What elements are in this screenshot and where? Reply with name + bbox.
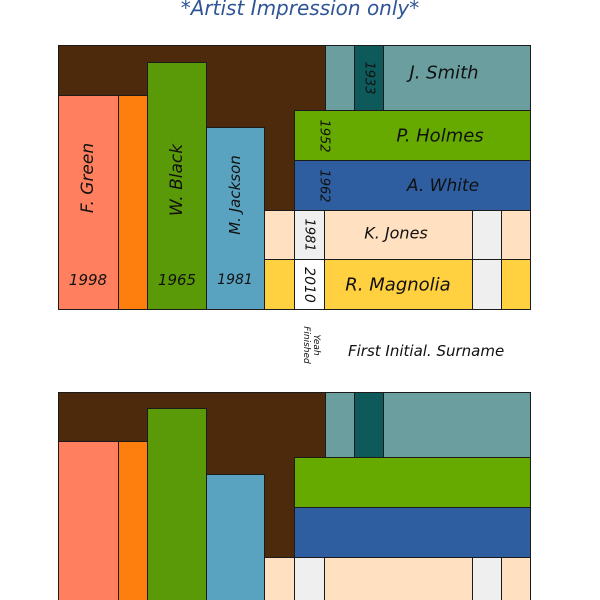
book-a-white-year: 1962: [316, 169, 332, 203]
book-a-white: [294, 160, 531, 211]
book-r-magnolia-year-strip: [294, 259, 325, 310]
book-j-smith-left: [325, 45, 355, 111]
book-m-jackson-name: M. Jackson: [226, 155, 244, 235]
blank-book-peach-left: [264, 557, 295, 600]
book-p-holmes-name: P. Holmes: [396, 125, 484, 147]
book-r-magnolia-year: 2010: [301, 267, 317, 303]
book-orange-spine: [118, 95, 148, 310]
book-a-white-name: A. White: [406, 176, 480, 196]
blank-book-teal-left: [325, 392, 355, 458]
book-f-green-year: 1998: [68, 271, 108, 289]
book-w-black-year: 1965: [157, 271, 197, 289]
blank-book-navy: [294, 507, 531, 558]
book-k-jones: [324, 210, 473, 260]
book-k-jones-name: K. Jones: [364, 223, 428, 243]
blank-book-blue: [206, 474, 265, 600]
book-k-jones-left: [264, 210, 295, 260]
blank-book-green: [147, 408, 207, 600]
blank-book-teal: [383, 392, 531, 458]
blank-book-lime: [294, 457, 531, 508]
legend-year-label: Yeah Finished: [301, 326, 321, 364]
book-r-magnolia-left: [264, 259, 295, 310]
blank-book-peach-right: [501, 557, 531, 600]
book-w-black-name: W. Black: [167, 143, 187, 217]
blank-book-peach: [324, 557, 473, 600]
book-j-smith: [383, 45, 531, 111]
blank-book-teal-spine: [354, 392, 384, 458]
book-m-jackson-year: 1981: [217, 272, 253, 288]
blank-book-grey-strip: [294, 557, 325, 600]
blank-book-grey: [472, 557, 502, 600]
blank-book-salmon: [58, 441, 119, 600]
book-k-jones-year: 1981: [301, 218, 317, 252]
book-r-magnolia-name: R. Magnolia: [345, 274, 451, 296]
book-j-smith-name: J. Smith: [409, 62, 479, 84]
book-k-jones-grey: [472, 210, 502, 260]
book-r-magnolia-right: [501, 259, 531, 310]
book-f-green-name: F. Green: [78, 142, 98, 214]
book-k-jones-right: [501, 210, 531, 260]
book-p-holmes-year: 1952: [316, 119, 332, 153]
book-r-magnolia: [324, 259, 473, 310]
caption: *Artist Impression only*: [180, 0, 420, 20]
legend-name-label: First Initial. Surname: [348, 342, 505, 360]
book-m-jackson: [206, 127, 265, 310]
blank-book-orange: [118, 441, 148, 600]
book-r-magnolia-grey: [472, 259, 502, 310]
book-f-green: [58, 95, 119, 310]
book-j-smith-year: 1933: [361, 61, 377, 95]
